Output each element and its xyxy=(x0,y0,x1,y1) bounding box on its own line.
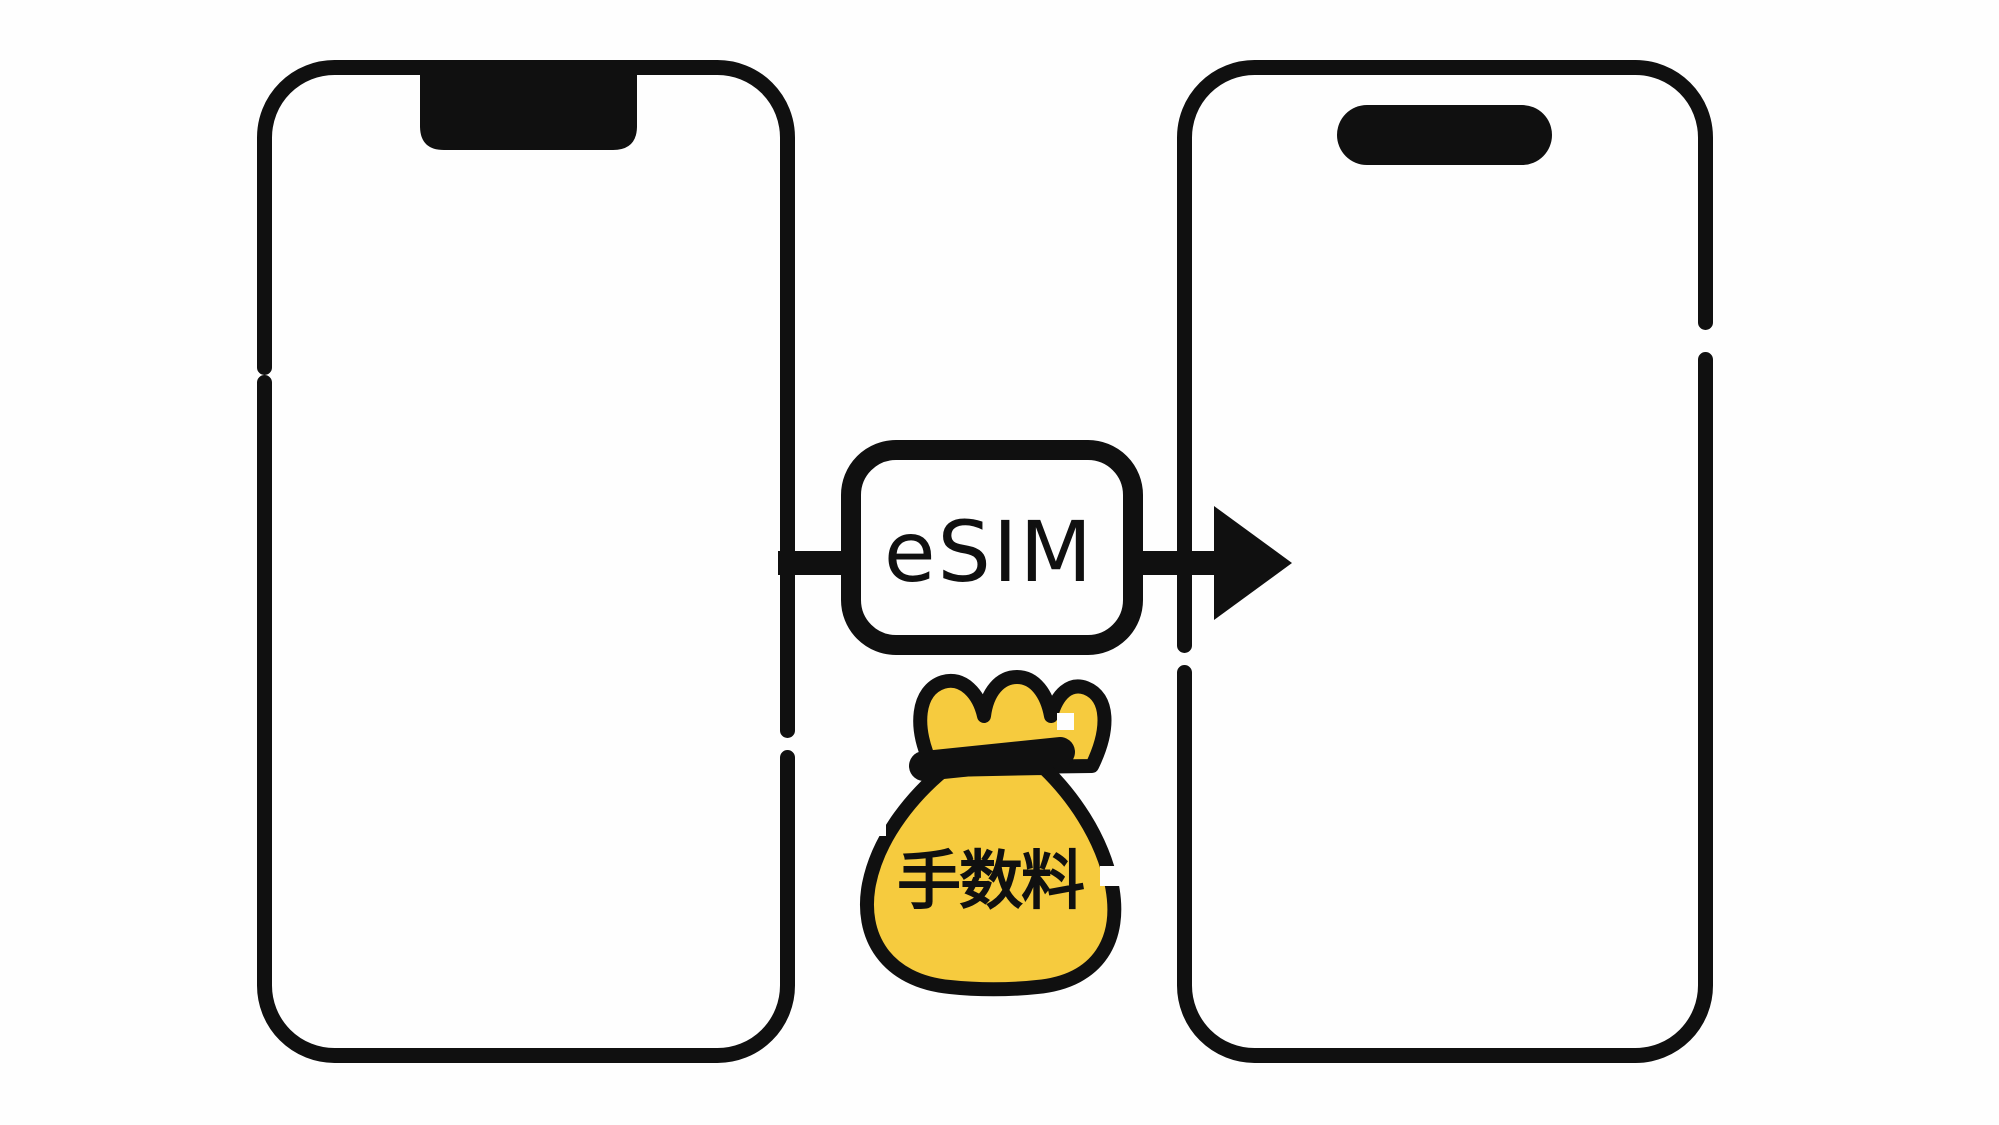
esim-label: eSIM xyxy=(884,503,1094,601)
money-bag-body xyxy=(859,761,1122,997)
esim-card: eSIM xyxy=(841,440,1143,655)
destination-phone xyxy=(1177,60,1713,1063)
outline-break xyxy=(866,816,886,836)
source-phone xyxy=(257,60,795,1063)
transfer-arrow-icon xyxy=(1133,506,1292,620)
outline-break xyxy=(1057,713,1074,730)
money-bag-tie-band xyxy=(909,737,1075,781)
notch-icon xyxy=(420,60,637,150)
source-phone-outline xyxy=(257,60,795,1063)
money-bag-icon: 手数料 xyxy=(859,670,1122,997)
esim-card-body xyxy=(841,440,1143,655)
outline-break xyxy=(1100,866,1122,886)
fee-label: 手数料 xyxy=(897,845,1084,919)
arrow-head xyxy=(1214,506,1292,620)
dynamic-island-icon xyxy=(1337,105,1552,165)
destination-phone-outline xyxy=(1177,60,1713,1063)
